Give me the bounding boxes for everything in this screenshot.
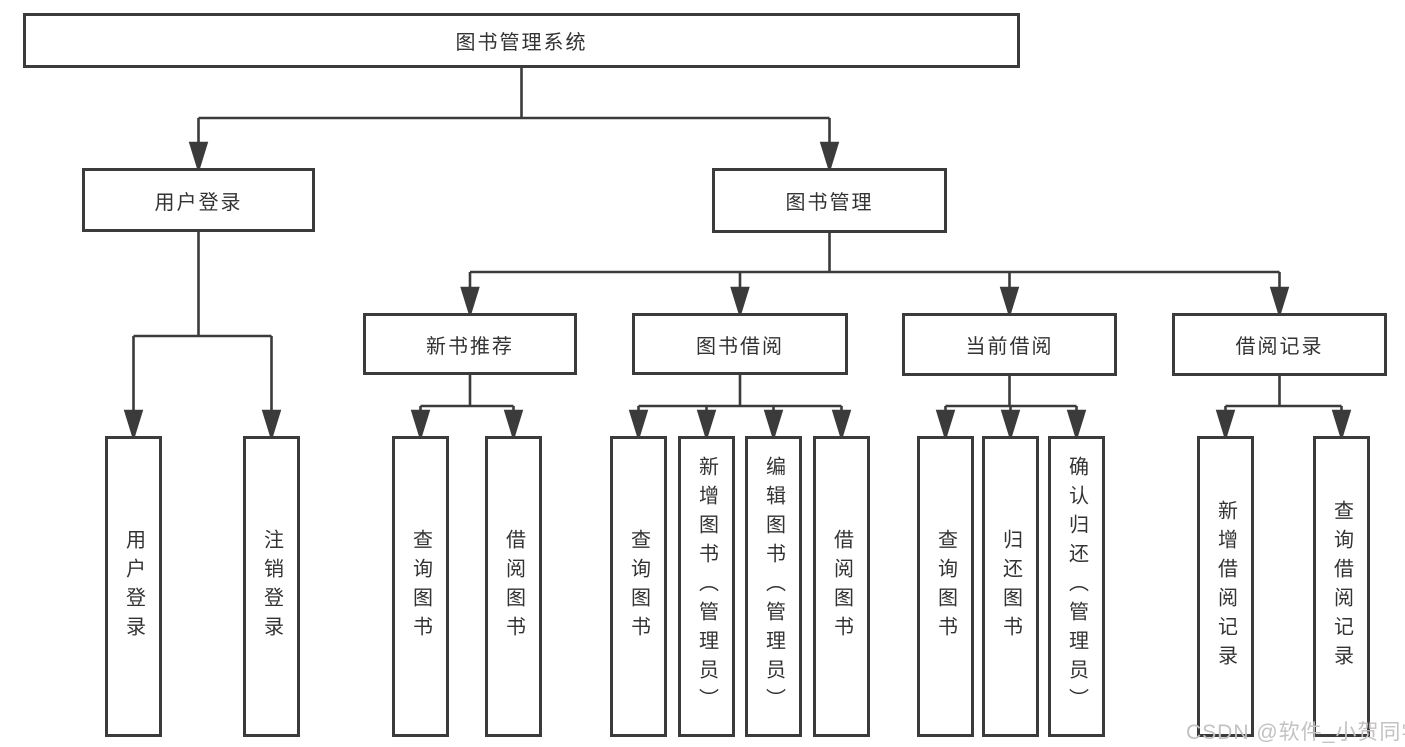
leaf-edit-books-admin: 编辑图书（管理员） [745, 436, 802, 737]
connector-borrow-record-group [1215, 376, 1352, 442]
leaf-query-books-2: 查询图书 [610, 436, 667, 737]
arrowhead [819, 141, 840, 174]
leaf-label: 查询借阅记录 [1330, 499, 1353, 674]
leaf-query-books-3: 查询图书 [917, 436, 974, 737]
node-label: 新书推荐 [426, 335, 514, 358]
node-label: 用户登录 [154, 191, 243, 214]
leaf-borrow-books-1: 借阅图书 [485, 436, 542, 737]
node-label: 当前借阅 [965, 336, 1054, 358]
arrowhead [696, 409, 717, 442]
leaf-confirm-return-admin: 确认归还（管理员） [1048, 436, 1105, 737]
csdn-watermark: CSDN @软件_小贺同学 [1186, 721, 1405, 744]
arrowhead [261, 409, 282, 442]
leaf-user-login: 用户登录 [105, 436, 162, 737]
node-book-management: 图书管理 [712, 168, 947, 233]
node-label: 图书管理系统 [455, 32, 588, 54]
arrowhead [1331, 409, 1352, 442]
arrowhead [1215, 409, 1236, 442]
connector-new-book-group [410, 375, 524, 442]
leaf-label: 查询图书 [627, 528, 650, 645]
node-borrow-record: 借阅记录 [1172, 313, 1387, 376]
arrowhead [628, 409, 649, 442]
leaf-label: 注销登录 [260, 528, 283, 645]
arrowhead [123, 409, 144, 442]
leaf-label: 用户登录 [122, 528, 145, 645]
arrowhead [188, 141, 209, 174]
leaf-label: 借阅图书 [830, 528, 853, 645]
leaf-label: 归还图书 [999, 528, 1022, 645]
arrowhead [460, 286, 480, 319]
node-current-borrow: 当前借阅 [902, 313, 1117, 376]
leaf-add-books-admin: 新增图书（管理员） [678, 436, 735, 737]
connector-user-login-group [123, 232, 282, 442]
connector-root-to-level2 [188, 68, 840, 174]
arrowhead [763, 409, 784, 442]
leaf-borrow-books-2: 借阅图书 [813, 436, 870, 737]
leaf-logout: 注销登录 [243, 436, 300, 737]
arrowhead [730, 286, 750, 319]
arrowhead [1066, 409, 1087, 442]
leaf-return-books: 归还图书 [982, 436, 1039, 737]
node-root-system: 图书管理系统 [23, 13, 1020, 68]
connector-current-borrow-group [935, 376, 1087, 442]
arrowhead [503, 409, 524, 442]
arrowhead [410, 409, 431, 442]
node-book-borrow: 图书借阅 [632, 313, 848, 375]
arrowhead [935, 409, 956, 442]
arrowhead [1269, 286, 1290, 319]
leaf-label: 查询图书 [409, 528, 432, 645]
leaf-label: 查询图书 [934, 528, 957, 645]
leaf-query-books-1: 查询图书 [392, 436, 449, 737]
arrowhead [999, 286, 1020, 319]
arrowhead [831, 409, 852, 442]
leaf-add-borrow-record: 新增借阅记录 [1197, 436, 1254, 737]
leaf-label: 编辑图书（管理员） [762, 456, 785, 717]
node-label: 图书管理 [785, 192, 874, 214]
node-new-book-recommend: 新书推荐 [363, 313, 577, 375]
leaf-label: 借阅图书 [502, 528, 525, 645]
connector-book-borrow-group [628, 375, 852, 442]
leaf-label: 确认归还（管理员） [1065, 456, 1088, 717]
node-label: 图书借阅 [696, 335, 784, 358]
node-label: 借阅记录 [1235, 336, 1324, 358]
leaf-label: 新增图书（管理员） [695, 456, 718, 717]
leaf-query-borrow-record: 查询借阅记录 [1313, 436, 1370, 737]
connector-book-mgmt-to-level3 [460, 233, 1290, 319]
arrowhead [1000, 409, 1021, 442]
node-user-login: 用户登录 [82, 168, 315, 232]
leaf-label: 新增借阅记录 [1214, 499, 1237, 674]
